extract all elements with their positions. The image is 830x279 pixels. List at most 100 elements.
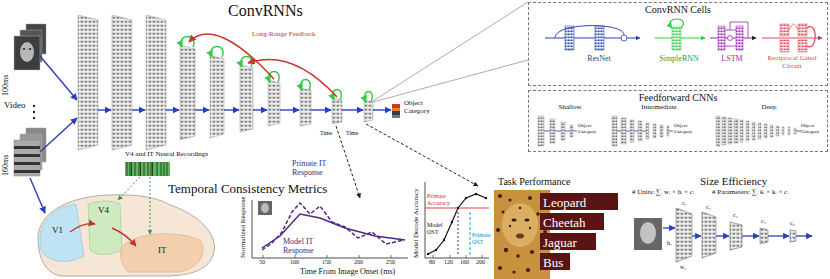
size-diagram (796, 235, 812, 236)
cnn-diagram (794, 128, 796, 134)
recurrent-loop (269, 72, 279, 83)
cell-name: ResNet (549, 55, 649, 69)
axis-note: Time (346, 130, 358, 137)
cell-diagram (621, 35, 627, 41)
size-diagram (640, 222, 656, 244)
video-frames (14, 154, 40, 157)
neural-recording (151, 162, 152, 176)
neural-recording (130, 162, 131, 176)
decode-plot (433, 255, 482, 258)
video-frames (14, 36, 40, 70)
cell-diagram (725, 22, 748, 46)
feedforward-arrow (98, 109, 111, 110)
video-frames (14, 140, 40, 176)
cnn-panel: Feedforward CNNsShallowIntermediateDeep (528, 90, 828, 152)
class-name: Bus (540, 254, 563, 271)
feedback-arc (248, 59, 337, 97)
brain (121, 234, 204, 272)
feedforward-arrow (224, 109, 239, 110)
dimension-label: c₁ (682, 200, 687, 207)
neural-recording (127, 162, 128, 176)
cell-diagram (670, 19, 684, 28)
conv-layer (364, 100, 373, 122)
leopard-photo (516, 254, 520, 258)
curve-label: Model IT Response (283, 238, 327, 256)
box-text: Intermediate (609, 104, 709, 112)
section-title: ConvRNNs (228, 2, 303, 20)
area-label: IT (158, 246, 167, 256)
dimension-label: c₃ (733, 212, 738, 219)
recurrent-loop (301, 80, 310, 91)
output-label: Object Category (801, 123, 823, 134)
cnn-diagram (621, 118, 626, 144)
decode-plot (465, 197, 467, 199)
neural-recording (118, 177, 140, 200)
decode-plot (451, 221, 453, 223)
recurrent-loop (211, 47, 223, 58)
feedforward-arrow (373, 109, 391, 110)
size-diagram (742, 235, 759, 236)
tick-label: 250 (386, 259, 395, 266)
brain (88, 201, 122, 255)
conv-layer (180, 45, 195, 140)
neural-recording (167, 162, 168, 176)
cnn-arrow (669, 131, 673, 132)
cell-diagram (798, 24, 807, 36)
response-plot (263, 255, 391, 258)
tick-label: 160 (460, 259, 469, 266)
leopard-photo (508, 198, 511, 201)
neural-recording (135, 162, 136, 176)
size-diagram (663, 228, 812, 236)
decode-plot (427, 193, 487, 255)
recurrent-loop (365, 92, 373, 103)
axis-label: Model Decode Accuracy (413, 188, 421, 258)
leopard-photo (512, 218, 517, 221)
video-frames (33, 105, 35, 107)
area-label: V4 (98, 206, 109, 216)
cnn-diagram (722, 117, 726, 145)
cnn-arrow (642, 131, 646, 132)
class-name: Jaguar (540, 234, 577, 251)
cnn-arrow (617, 131, 621, 132)
conv-layer (332, 98, 342, 124)
zoom-line (373, 60, 528, 102)
cnn-diagram (570, 125, 573, 137)
dimension-label: w₁ (680, 264, 686, 271)
cnn-depth: Intermediate (609, 104, 709, 116)
feedforward-arrow (166, 109, 179, 110)
video-frames (33, 111, 35, 113)
panel-title: ConvRNN Cells (529, 3, 827, 15)
class-bar: Bus (540, 253, 570, 270)
brain (40, 204, 84, 262)
decode-plot (435, 249, 437, 251)
video-frames (14, 146, 40, 149)
cnn-diagram (638, 121, 642, 141)
cnn-diagram (758, 123, 761, 139)
cnn-diagram (538, 116, 544, 146)
cnn-diagram (612, 116, 617, 146)
neural-recording (144, 162, 145, 176)
leopard-photo (502, 203, 538, 247)
response-plot (359, 255, 360, 258)
conv-layer (146, 15, 166, 150)
size-diagram (790, 230, 796, 242)
leopard-photo (516, 234, 524, 239)
cnn-diagram (646, 123, 649, 139)
tick-label: 50 (259, 259, 265, 266)
feedback-arc (189, 34, 274, 79)
cell-diagram (780, 40, 789, 52)
formula: # Units: ∑ᵢ wᵢ × hᵢ × cᵢ (632, 189, 694, 197)
video-frames (23, 48, 26, 50)
response-plot (252, 200, 408, 258)
neural-recording (148, 162, 149, 176)
dimension-label: c₂ (706, 204, 711, 211)
cell-name: Reciprocal Gated Circuit (759, 55, 825, 81)
cnn-arrow (796, 131, 801, 132)
decode-plot (482, 255, 483, 258)
size-diagram (634, 218, 662, 250)
cnn-diagram (667, 126, 669, 136)
cnn-arrow (544, 131, 550, 132)
cell-diagram (672, 27, 681, 50)
size-diagram (768, 235, 789, 236)
